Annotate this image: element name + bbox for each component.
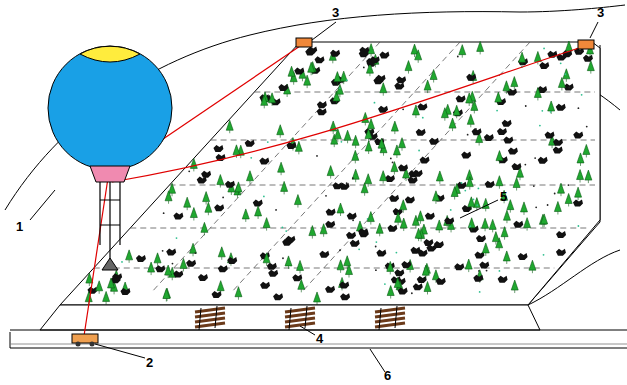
hill-outline — [520, 5, 625, 12]
winch — [72, 38, 594, 347]
callout-number: 1 — [16, 220, 23, 233]
road-edge — [10, 330, 627, 331]
callout-number: 5 — [500, 190, 507, 203]
landing-area — [40, 305, 540, 330]
leader-lines — [30, 22, 598, 372]
callout-number: 2 — [146, 356, 153, 369]
balloon — [48, 46, 172, 270]
callout-number: 6 — [384, 369, 391, 382]
callout-number: 4 — [316, 332, 323, 345]
callout-number: 3 — [332, 6, 339, 19]
callout-number: 3 — [597, 6, 604, 19]
cutting-grid — [94, 42, 595, 292]
